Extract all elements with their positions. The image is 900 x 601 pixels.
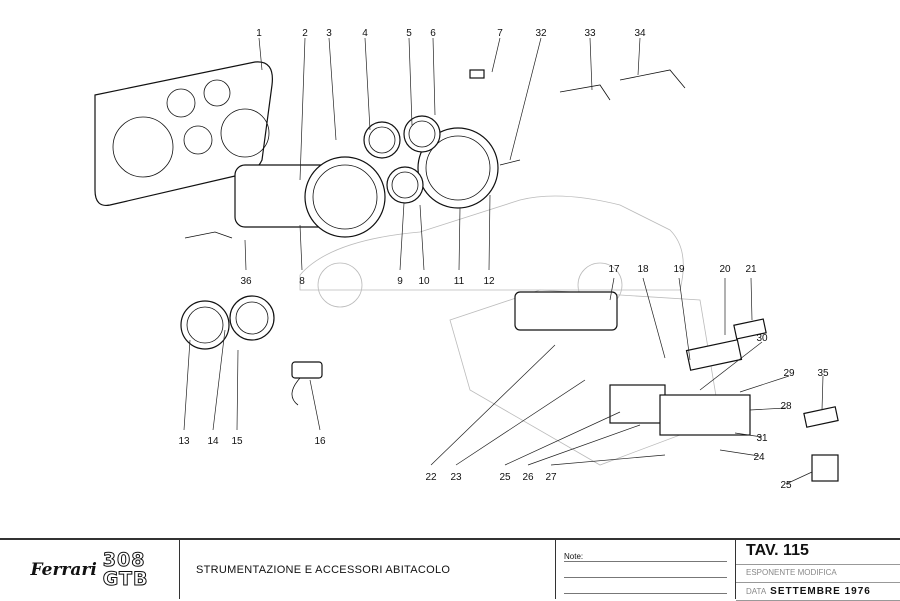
- notes-line: [564, 578, 727, 594]
- notes-area: Note:: [556, 540, 736, 599]
- date-label: DATA: [746, 587, 767, 596]
- callout-15: 15: [231, 436, 243, 447]
- callout-9: 9: [397, 276, 403, 287]
- callout-11: 11: [454, 276, 465, 287]
- parts-diagram: 1 2 3 4 5 6 7 32 33 34 36 8 9 10 11 12 1…: [94, 28, 839, 491]
- callout-7: 7: [497, 28, 503, 39]
- notes-line: [564, 562, 727, 578]
- callout-labels: 1 2 3 4 5 6 7 32 33 34 36 8 9 10 11 12 1…: [178, 28, 829, 491]
- gauge-cluster: [184, 69, 686, 239]
- callout-20: 20: [719, 264, 731, 275]
- callout-4: 4: [362, 28, 368, 39]
- model-number: 308: [102, 548, 146, 571]
- callout-28: 28: [780, 401, 792, 412]
- callout-36: 36: [240, 276, 252, 287]
- table-number: TAV. 115: [736, 540, 900, 565]
- callout-19: 19: [673, 264, 685, 275]
- instrument-panel-plate: [94, 61, 273, 207]
- switch-panel: [514, 291, 839, 482]
- callout-2: 2: [302, 28, 308, 39]
- modification-label: ESPONENTE MODIFICA: [736, 565, 900, 583]
- callout-33: 33: [584, 28, 596, 39]
- model-name: GTB: [102, 567, 149, 590]
- callout-18: 18: [637, 264, 649, 275]
- callout-21: 21: [745, 264, 757, 275]
- callout-12: 12: [483, 276, 495, 287]
- callout-25: 25: [499, 472, 511, 483]
- ferrari-logo: Ferrari: [30, 559, 97, 580]
- model-logo: 308 GTB: [102, 548, 149, 590]
- callout-27: 27: [545, 472, 557, 483]
- table-description: STRUMENTAZIONE E ACCESSORI ABITACOLO: [180, 540, 556, 599]
- callout-8: 8: [299, 276, 305, 287]
- notes-label: Note:: [564, 552, 584, 561]
- callout-24: 24: [753, 452, 765, 463]
- callout-31: 31: [756, 433, 768, 444]
- callout-23: 23: [450, 472, 462, 483]
- callout-32: 32: [535, 28, 547, 39]
- callout-25-right: 25: [780, 480, 792, 491]
- callout-17: 17: [608, 264, 620, 275]
- callout-5: 5: [406, 28, 412, 39]
- callout-13: 13: [178, 436, 190, 447]
- callout-30: 30: [756, 333, 768, 344]
- notes-line: Note:: [564, 546, 727, 562]
- date-value: SETTEMBRE 1976: [770, 586, 871, 597]
- callout-29: 29: [783, 368, 795, 379]
- callout-6: 6: [430, 28, 436, 39]
- callout-16: 16: [314, 436, 326, 447]
- callout-35: 35: [817, 368, 829, 379]
- title-block: Ferrari 308 GTB STRUMENTAZIONE E ACCESSO…: [0, 538, 900, 601]
- callout-26: 26: [522, 472, 534, 483]
- callout-1: 1: [256, 28, 262, 39]
- callout-34: 34: [634, 28, 646, 39]
- logo-area: Ferrari 308 GTB: [0, 540, 180, 599]
- callout-3: 3: [326, 28, 332, 39]
- leader-lines: [183, 37, 824, 485]
- car-outline: [299, 195, 721, 466]
- callout-22: 22: [425, 472, 437, 483]
- auxiliary-gauges: [180, 295, 323, 406]
- callout-10: 10: [418, 276, 430, 287]
- callout-14: 14: [207, 436, 219, 447]
